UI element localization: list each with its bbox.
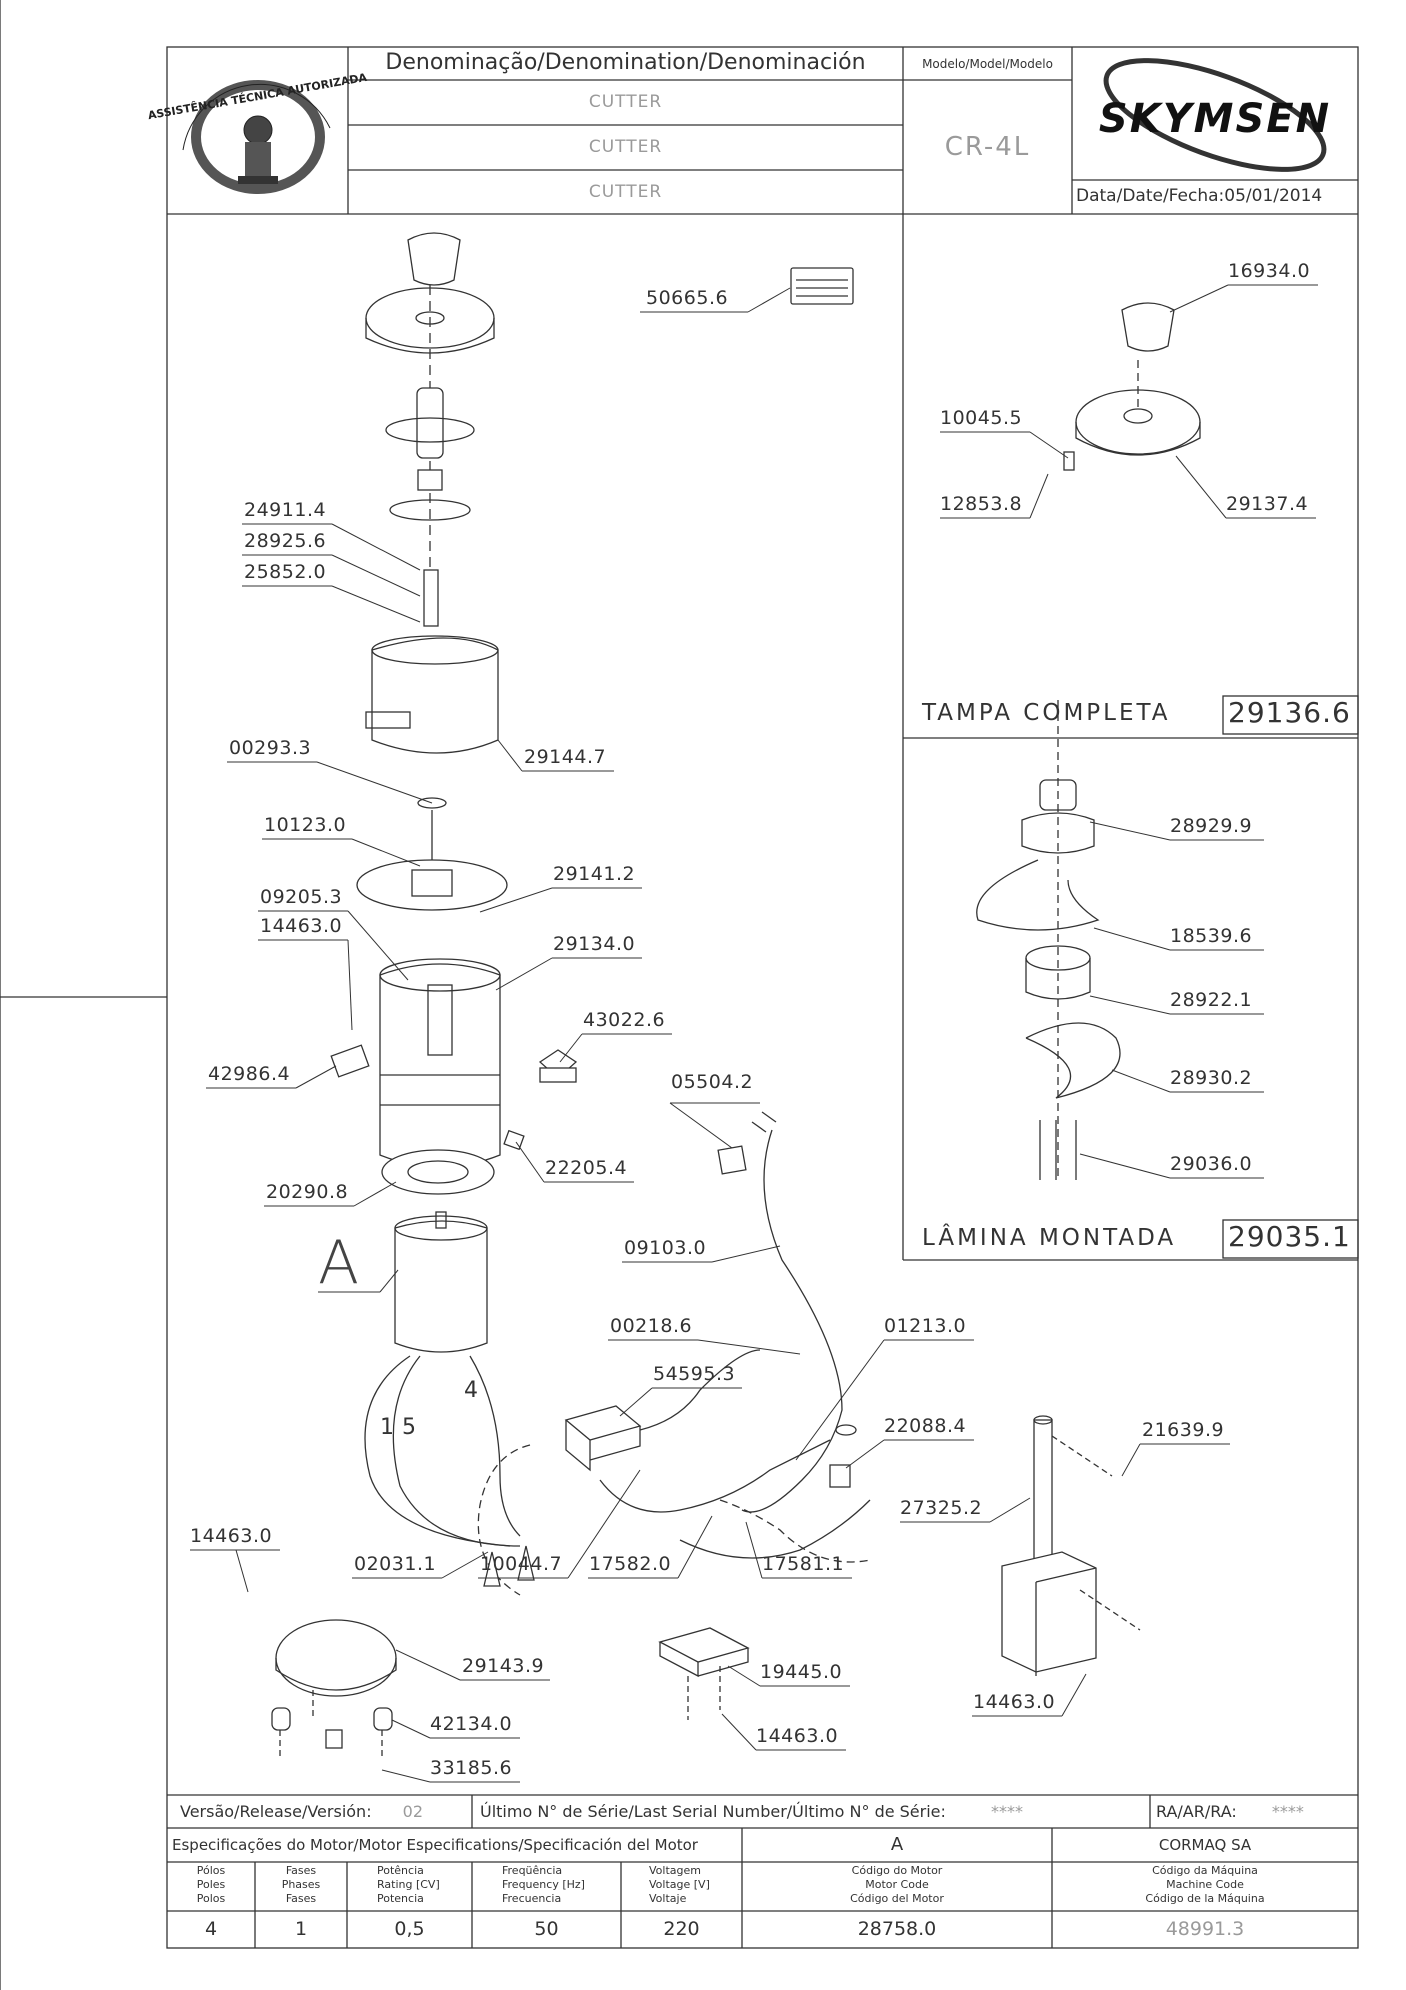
callout-29144: 29144.7 [524, 746, 607, 768]
tampa-completa-title: TAMPA COMPLETA [922, 700, 1171, 726]
callout-17581: 17581.1 [762, 1553, 845, 1575]
spec-value-rating: 0,5 [394, 1918, 425, 1940]
spec-header-machine-code: Código da Máquina Machine Code Código de… [1145, 1864, 1265, 1905]
callout-09103: 09103.0 [624, 1237, 707, 1259]
company-name: CORMAQ SA [1158, 1836, 1252, 1854]
callout-27325: 27325.2 [900, 1497, 983, 1519]
callout-28925: 28925.6 [244, 530, 327, 552]
callout-14463-a: 14463.0 [260, 915, 343, 937]
callout-29134: 29134.0 [553, 933, 636, 955]
callout-33185: 33185.6 [430, 1757, 513, 1779]
callout-22205: 22205.4 [545, 1157, 628, 1179]
version-label: Versão/Release/Versión: [180, 1802, 372, 1821]
spec-value-poles: 4 [204, 1918, 218, 1940]
callout-19445: 19445.0 [760, 1661, 843, 1683]
motor-spec-label: Especificações do Motor/Motor Especifica… [172, 1836, 698, 1854]
callout-12853: 12853.8 [940, 493, 1023, 515]
callout-29036: 29036.0 [1170, 1153, 1253, 1175]
motor-a-label: A [318, 1228, 360, 1298]
model-value: CR-4L [944, 132, 1031, 162]
model-label: Modelo/Model/Modelo [922, 57, 1053, 71]
callout-54595: 54595.3 [653, 1363, 736, 1385]
denomination-row-1: CUTTER [588, 92, 663, 112]
denomination-label: Denominação/Denomination/Denominación [385, 50, 866, 75]
callout-42134: 42134.0 [430, 1713, 513, 1735]
spec-header-rating: Potência Rating [CV] Potencia [377, 1864, 440, 1905]
spec-value-machine-code: 48991.3 [1165, 1918, 1245, 1940]
callout-29143: 29143.9 [462, 1655, 545, 1677]
callout-02031: 02031.1 [354, 1553, 437, 1575]
callout-10045: 10045.5 [940, 407, 1023, 429]
callout-01213: 01213.0 [884, 1315, 967, 1337]
callout-16934: 16934.0 [1228, 260, 1311, 282]
callout-10123: 10123.0 [264, 814, 347, 836]
motor-spec-letter: A [890, 1834, 904, 1855]
callout-28922: 28922.1 [1170, 989, 1253, 1011]
serial-label: Último N° de Série/Last Serial Number/Úl… [480, 1802, 946, 1821]
ra-row: RA/AR/RA: **** [1156, 1802, 1304, 1821]
spec-header-motor-code: Código do Motor Motor Code Código del Mo… [850, 1864, 944, 1905]
callout-09205: 09205.3 [260, 886, 343, 908]
spec-header-phases: Fases Phases Fases [281, 1864, 321, 1905]
serial-row: Último N° de Série/Last Serial Number/Úl… [480, 1802, 1023, 1821]
callout-14463-c: 14463.0 [756, 1725, 839, 1747]
callout-05504: 05504.2 [671, 1071, 754, 1093]
tampa-completa-code: 29136.6 [1228, 696, 1351, 729]
lamina-montada-title: LÂMINA MONTADA [922, 1225, 1177, 1251]
callout-14463-d: 14463.0 [973, 1691, 1056, 1713]
callout-25852: 25852.0 [244, 561, 327, 583]
callout-18539: 18539.6 [1170, 925, 1253, 947]
callout-24911: 24911.4 [244, 499, 327, 521]
callout-28929: 28929.9 [1170, 815, 1253, 837]
callout-42986: 42986.4 [208, 1063, 291, 1085]
version-value: 02 [402, 1802, 424, 1821]
callout-17582: 17582.0 [589, 1553, 672, 1575]
ra-label: RA/AR/RA: [1156, 1802, 1237, 1821]
denomination-row-3: CUTTER [588, 182, 663, 202]
ra-value: **** [1271, 1802, 1304, 1821]
spec-value-frequency: 50 [534, 1918, 559, 1940]
lamina-montada-code: 29035.1 [1228, 1220, 1351, 1253]
callout-29141: 29141.2 [553, 863, 636, 885]
callout-43022: 43022.6 [583, 1009, 666, 1031]
callout-21639: 21639.9 [1142, 1419, 1225, 1441]
spec-header-voltage: Voltagem Voltage [V] Voltaje [649, 1864, 710, 1905]
callout-28930: 28930.2 [1170, 1067, 1253, 1089]
callout-20290: 20290.8 [266, 1181, 349, 1203]
date-label-text: Data/Date/Fecha: [1076, 186, 1225, 206]
date-value: 05/01/2014 [1224, 186, 1323, 206]
wire-label-15: 1 5 [380, 1415, 417, 1440]
spec-header-poles: Pólos Poles Polos [196, 1864, 226, 1905]
callout-00293: 00293.3 [229, 737, 312, 759]
authorized-seal-icon [182, 80, 331, 194]
callout-29137: 29137.4 [1226, 493, 1309, 515]
date-label: Data/Date/Fecha:05/01/2014 [1076, 186, 1356, 206]
denomination-row-2: CUTTER [588, 137, 663, 157]
callout-22088: 22088.4 [884, 1415, 967, 1437]
wire-label-4: 4 [464, 1378, 479, 1403]
callout-00218: 00218.6 [610, 1315, 693, 1337]
brand-logo-icon [1103, 58, 1327, 172]
callout-50665: 50665.6 [646, 287, 729, 309]
spec-header-frequency: Freqüência Frequency [Hz] Frecuencia [502, 1864, 585, 1905]
callout-10044: 10044.7 [480, 1553, 563, 1575]
serial-value: **** [991, 1802, 1023, 1821]
spec-value-phases: 1 [294, 1918, 308, 1940]
svg-text:ASSISTÊNCIA TÉCNICA AUTORIZADA: ASSISTÊNCIA TÉCNICA AUTORIZADA [147, 71, 368, 122]
brand-name: SKYMSEN [1098, 96, 1332, 142]
callout-14463-b: 14463.0 [190, 1525, 273, 1547]
spec-value-motor-code: 28758.0 [857, 1918, 937, 1940]
spec-value-voltage: 220 [663, 1918, 700, 1940]
version-row: Versão/Release/Versión: 02 [180, 1802, 423, 1821]
